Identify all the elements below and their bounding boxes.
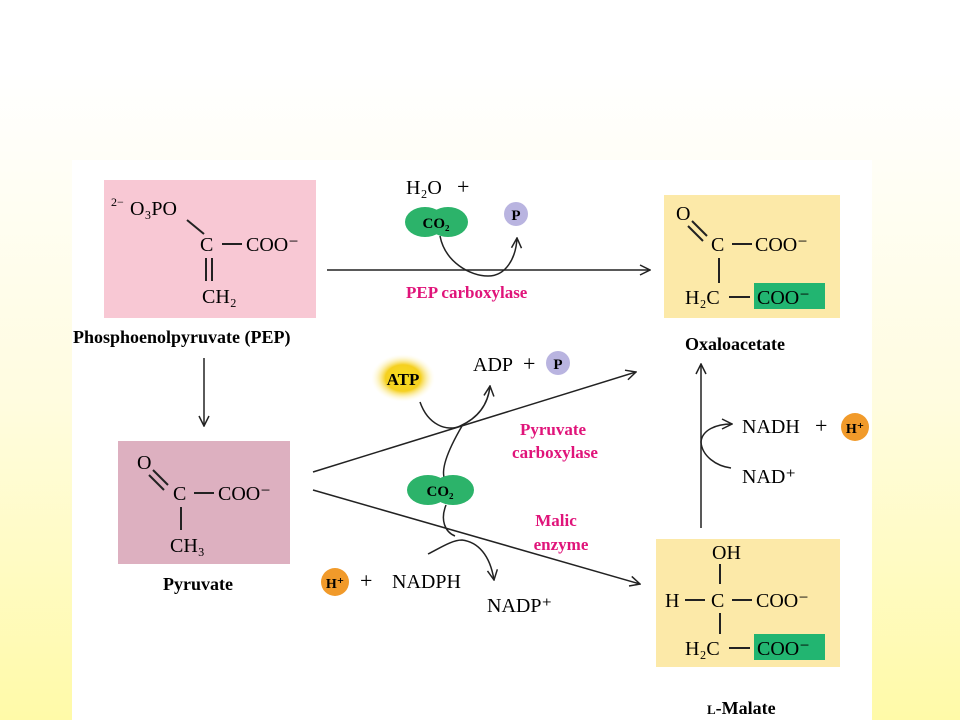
pep-bond-o: [186, 219, 205, 235]
pep-carbon: C: [200, 234, 213, 256]
malic-enzyme-label-line2: enzyme: [534, 535, 589, 554]
water-plus: +: [457, 174, 469, 199]
oxaloacetate-h2c: H₂C: [685, 287, 720, 309]
oxaloacetate-oxygen: O: [676, 203, 690, 225]
malate-new-carboxylate: COO⁻: [757, 638, 810, 660]
co2-to-malate-curve: [442, 504, 456, 537]
pyruvate-label: Pyruvate: [163, 574, 233, 594]
nadh-plus: +: [815, 413, 827, 438]
pyruvate-carboxylate: COO⁻: [218, 483, 271, 505]
water-text: H₂O: [406, 177, 442, 199]
phosphate-adp-text: P: [553, 357, 562, 373]
proton-badge-left: H⁺: [321, 568, 349, 596]
atp-text: ATP: [387, 370, 420, 389]
phosphate-top-text: P: [511, 208, 520, 224]
nad-cofactor-arrow: [700, 424, 732, 469]
pyruvate-to-malate-arrow: [312, 489, 640, 584]
co2-top-text: CO₂: [423, 216, 451, 232]
malate-label: L-Malate: [707, 698, 776, 718]
oxaloacetate-bond-o-b: [687, 225, 704, 242]
pep-group-charge: 2−: [111, 195, 124, 209]
malate-carbon: C: [711, 590, 724, 612]
pep-label: Phosphoenolpyruvate (PEP): [73, 327, 291, 348]
malate-h2c: H₂C: [685, 638, 720, 660]
pep-methylene: CH₂: [202, 286, 237, 308]
pyruvate-oxygen: O: [137, 452, 151, 474]
pep-carboxylase-cofactor-arrow: [439, 235, 517, 277]
nadph-cofactor-arrow: [427, 539, 494, 580]
pyruvate-methyl: CH₃: [170, 535, 205, 557]
malate-label-name: -Malate: [716, 698, 776, 718]
oxaloacetate-bond-o-a: [691, 220, 708, 237]
nadph-plus: +: [360, 568, 372, 593]
oxaloacetate-carboxylate: COO⁻: [755, 234, 808, 256]
pep-phosphate-group: O₃PO: [130, 198, 177, 220]
pyruvate-structure: O C COO⁻ CH₃ Pyruvate: [118, 441, 290, 594]
malate-to-oxaloacetate-reaction: NADH + H⁺ NAD⁺: [701, 364, 869, 528]
malate-hydroxyl: OH: [712, 542, 741, 564]
adp-plus: +: [523, 351, 535, 376]
pep-carboxylase-reaction: H₂O + CO₂ P PEP carboxylase: [327, 174, 650, 302]
co2-middle-text: CO₂: [427, 484, 455, 500]
pyruvate-carboxylase-reaction: ATP ADP + P Pyruvate carboxylase: [312, 351, 636, 481]
pyruvate-to-oxaloacetate-arrow: [312, 372, 636, 473]
malic-enzyme-reaction: H⁺ + NADPH NADP⁺ Malic enzyme: [312, 489, 640, 617]
malate-carboxylate: COO⁻: [756, 590, 809, 612]
proton-badge-right: H⁺: [841, 413, 869, 441]
pyruvate-carboxylase-label-line2: carboxylase: [512, 443, 598, 462]
nadp-text: NADP⁺: [487, 595, 552, 617]
pep-carboxylate: COO⁻: [246, 234, 299, 256]
co2-badge-middle: CO₂: [407, 475, 474, 505]
malate-h: H: [665, 590, 679, 612]
oxaloacetate-new-carboxylate: COO⁻: [757, 287, 810, 309]
phosphate-badge-adp: P: [546, 351, 570, 375]
pep-structure: 2− O₃PO C COO⁻ CH₂ Phosphoenolpyruvate (…: [73, 180, 316, 348]
pyruvate-bond-o-a: [152, 469, 169, 486]
pep-box: [104, 180, 316, 318]
atp-badge: ATP: [371, 354, 435, 402]
malic-enzyme-label-line1: Malic: [535, 511, 577, 530]
atp-cofactor-arrow: [419, 386, 490, 429]
pyruvate-bond-o-b: [148, 474, 165, 491]
nad-text: NAD⁺: [742, 466, 796, 488]
proton-right-text: H⁺: [846, 422, 864, 437]
pep-carboxylase-label: PEP carboxylase: [406, 283, 528, 302]
pyruvate-carbon: C: [173, 483, 186, 505]
oxaloacetate-carbon: C: [711, 234, 724, 256]
malate-structure: OH H C COO⁻ H₂C COO⁻ L-Malate: [656, 539, 840, 718]
malate-label-prefix: L: [707, 702, 716, 717]
oxaloacetate-label: Oxaloacetate: [685, 334, 785, 354]
phosphate-badge-top: P: [504, 202, 528, 226]
adp-text: ADP: [473, 354, 513, 376]
pyruvate-box: [118, 441, 290, 564]
malate-new-carboxyl-highlight: [754, 634, 825, 660]
proton-left-text: H⁺: [326, 577, 344, 592]
oxaloacetate-structure: O C COO⁻ H₂C COO⁻ Oxaloacetate: [664, 195, 840, 354]
nadph-text: NADPH: [392, 571, 461, 593]
oxaloacetate-new-carboxyl-highlight: [754, 283, 825, 309]
nadh-text: NADH: [742, 416, 800, 438]
co2-badge-top: CO₂: [405, 207, 468, 237]
pyruvate-carboxylase-label-line1: Pyruvate: [520, 420, 587, 439]
